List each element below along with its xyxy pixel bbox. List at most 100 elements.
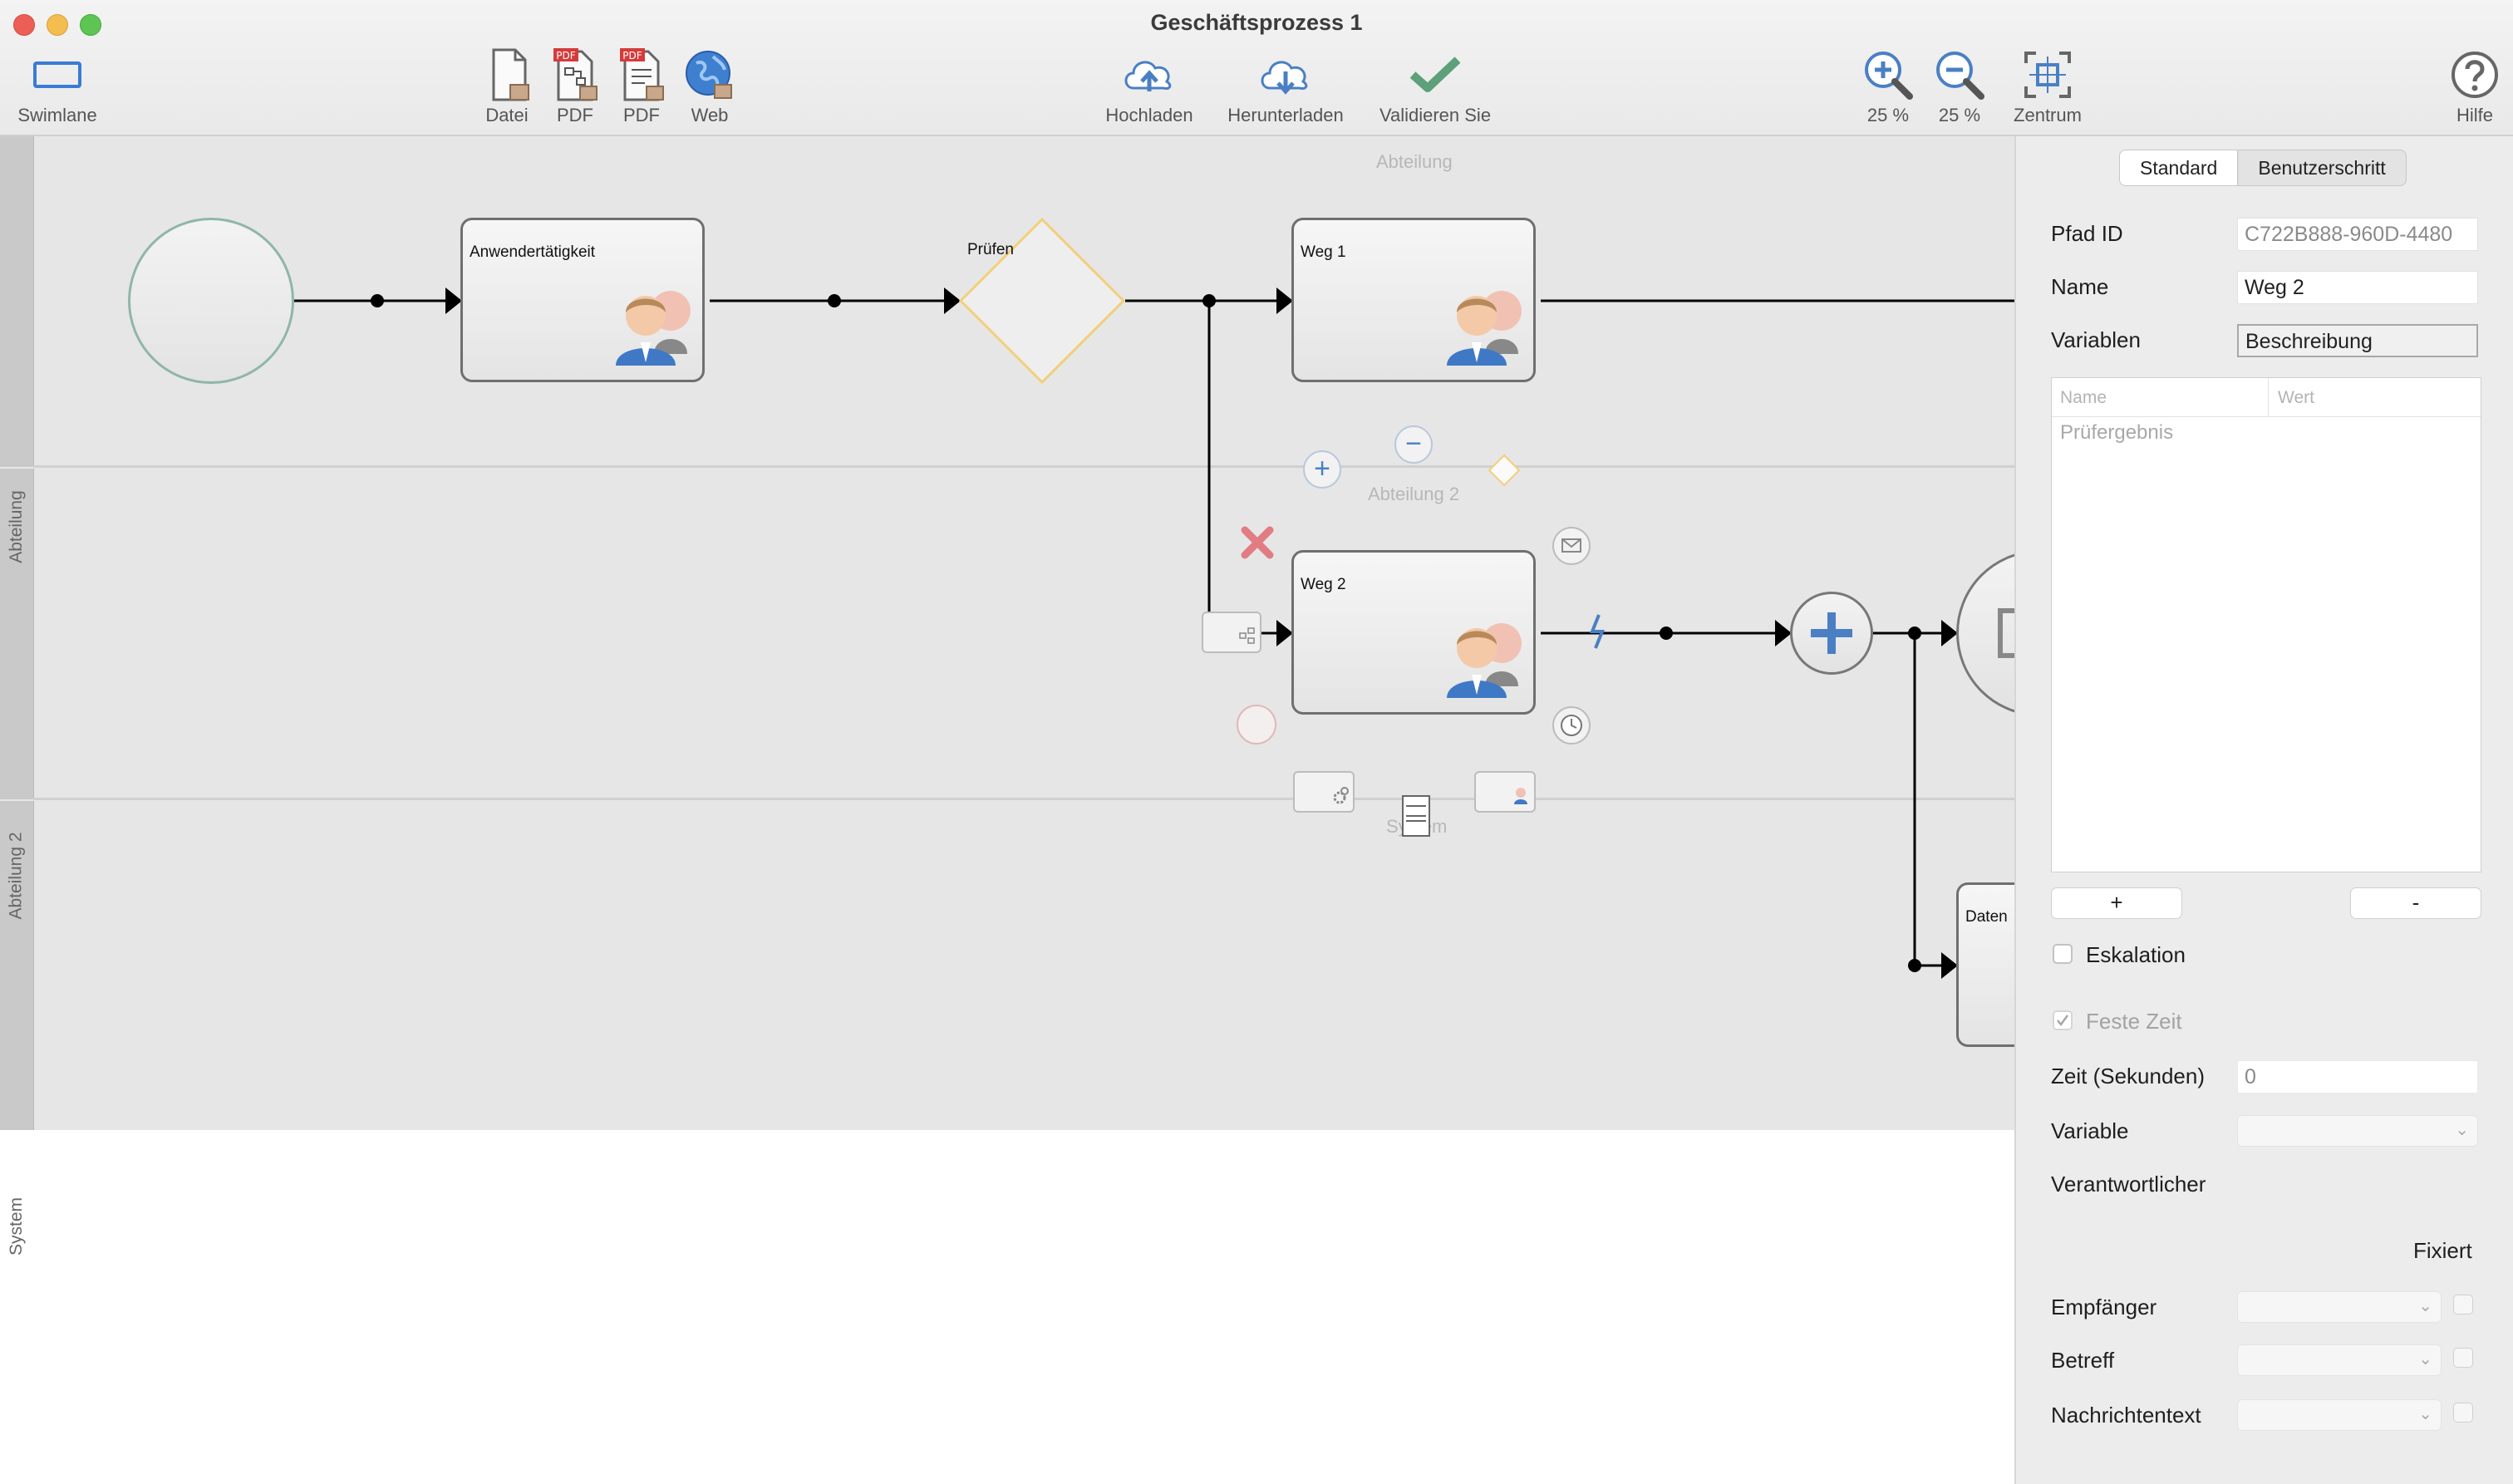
pfad-id-field[interactable]: C722B888-960D-4480 <box>2237 218 2478 251</box>
chevron-down-icon: ⌄ <box>2418 1350 2432 1369</box>
task-daten-partial[interactable]: Daten <box>1956 882 2014 1049</box>
hilfe-label: Hilfe <box>2456 105 2493 125</box>
timer-clock-icon[interactable] <box>1552 706 1591 744</box>
help-icon <box>2440 45 2510 105</box>
datei-button[interactable]: Datei <box>474 45 540 126</box>
swimlane-label: Swimlane <box>17 105 97 125</box>
task-name: Weg 1 <box>1301 243 1346 261</box>
validieren-label: Validieren Sie <box>1379 105 1492 125</box>
pdf-list-button[interactable]: PDF PDF <box>608 45 675 126</box>
web-button[interactable]: Web <box>676 45 743 126</box>
name-field[interactable]: Weg 2 <box>2237 271 2478 304</box>
verantwortlicher-label: Verantwortlicher <box>2051 1172 2206 1197</box>
window-title: Geschäftsprozess 1 <box>1150 10 1363 35</box>
end-event-tool-icon[interactable] <box>1237 705 1276 744</box>
add-lane-plus-icon[interactable]: + <box>1303 450 1341 489</box>
chevron-down-icon: ⌄ <box>2418 1405 2432 1423</box>
tab-standard[interactable]: Standard <box>2120 150 2239 185</box>
gateway-name: Prüfen <box>967 241 1014 258</box>
herunterladen-label: Herunterladen <box>1227 105 1344 125</box>
remove-lane-minus-icon[interactable]: − <box>1394 425 1433 464</box>
end-event-partial[interactable] <box>1956 550 2014 716</box>
checkmark-icon <box>1368 45 1502 105</box>
gateway-tool-icon[interactable] <box>1488 454 1521 487</box>
pdf-diagram-button[interactable]: PDF PDF <box>542 45 608 126</box>
task-weg-2[interactable]: Weg 2 <box>1291 550 1536 715</box>
remove-variable-button[interactable]: - <box>2350 887 2481 919</box>
lane-label-system: System <box>7 1197 27 1256</box>
lane-header-system[interactable] <box>0 801 34 1130</box>
lane-divider <box>33 798 2014 800</box>
panel-tabs: Standard Benutzerschritt <box>2119 150 2407 186</box>
variablen-field[interactable]: Beschreibung <box>2237 324 2478 357</box>
empfaenger-dropdown[interactable]: ⌄ <box>2237 1291 2442 1323</box>
variable-dropdown[interactable]: ⌄ <box>2237 1115 2478 1147</box>
lane-header-abteilung[interactable] <box>0 136 34 467</box>
zoom-in-label: 25 % <box>1866 105 1910 125</box>
zoom-out-label: 25 % <box>1938 105 1981 125</box>
close-window-button[interactable] <box>13 14 35 36</box>
message-envelope-icon[interactable] <box>1552 527 1591 565</box>
chevron-down-icon: ⌄ <box>2418 1297 2432 1315</box>
betreff-dropdown[interactable]: ⌄ <box>2237 1344 2442 1376</box>
hilfe-button[interactable]: Hilfe <box>2440 45 2510 126</box>
lightning-icon <box>1590 614 1605 649</box>
variables-table[interactable]: Name Wert Prüfergebnis <box>2051 377 2481 872</box>
web-label: Web <box>691 105 729 125</box>
user-task-tool-icon[interactable] <box>1474 771 1536 813</box>
pdf-label-1: PDF <box>557 105 593 125</box>
lane-divider <box>33 465 2014 468</box>
table-row[interactable]: Prüfergebnis <box>2060 421 2174 444</box>
nachrichtentext-fixiert-checkbox[interactable] <box>2453 1403 2473 1423</box>
empfaenger-fixiert-checkbox[interactable] <box>2453 1295 2473 1314</box>
column-header-wert[interactable]: Wert <box>2278 388 2314 407</box>
swimlane-icon <box>12 45 103 105</box>
start-event[interactable] <box>128 218 294 384</box>
pdf-badge-text: PDF <box>556 50 575 61</box>
zeit-field[interactable]: 0 <box>2237 1060 2478 1093</box>
minimize-window-button[interactable] <box>47 14 68 36</box>
validieren-button[interactable]: Validieren Sie <box>1368 45 1502 126</box>
gateway-pruefen[interactable]: Prüfen <box>957 216 1127 386</box>
feste-zeit-checkbox[interactable] <box>2053 1010 2073 1030</box>
delete-cross-icon[interactable] <box>1238 523 1276 562</box>
task-anwendertaetigkeit[interactable]: Anwendertätigkeit <box>460 218 705 382</box>
users-icon <box>1438 612 1530 707</box>
herunterladen-button[interactable]: Herunterladen <box>1217 45 1355 126</box>
zoom-window-button[interactable] <box>80 14 101 36</box>
column-header-name[interactable]: Name <box>2060 388 2107 407</box>
hochladen-button[interactable]: Hochladen <box>1094 45 1205 126</box>
variablen-label: Variablen <box>2051 327 2141 352</box>
tab-benutzerschritt[interactable]: Benutzerschritt <box>2258 157 2386 179</box>
window-toolbar: Geschäftsprozess 1 Swimlane Datei PDF PD… <box>0 0 2513 136</box>
process-canvas[interactable]: Abteilung Abteilung 2 System Abteilung A… <box>0 136 2014 1256</box>
zoom-out-button[interactable]: 25 % <box>1926 45 1993 126</box>
betreff-label: Betreff <box>2051 1348 2115 1373</box>
lane-header-abteilung-2[interactable] <box>0 469 34 799</box>
pdf-list-icon: PDF <box>608 45 675 105</box>
zentrum-button[interactable]: Zentrum <box>2004 45 2091 126</box>
task-name: Anwendertätigkeit <box>470 243 596 261</box>
data-object-icon[interactable] <box>1401 794 1431 838</box>
parallel-gateway[interactable] <box>1790 592 1873 675</box>
lane-title-abteilung: Abteilung <box>1376 151 1453 172</box>
add-variable-button[interactable]: + <box>2051 887 2182 919</box>
fixiert-label: Fixiert <box>2413 1238 2472 1263</box>
table-header: Name Wert <box>2052 378 2481 417</box>
nachrichtentext-label: Nachrichtentext <box>2051 1403 2201 1427</box>
task-name: Weg 2 <box>1301 576 1346 593</box>
feste-zeit-label: Feste Zeit <box>2086 1009 2182 1034</box>
service-task-gear-icon[interactable] <box>1293 771 1355 813</box>
subprocess-tool-icon[interactable] <box>1202 612 1261 653</box>
zoom-in-button[interactable]: 25 % <box>1855 45 1921 126</box>
zoom-in-icon <box>1855 45 1921 105</box>
variable-label: Variable <box>2051 1118 2129 1143</box>
task-name: Daten <box>1965 908 2008 926</box>
task-weg-1[interactable]: Weg 1 <box>1291 218 1536 382</box>
eskalation-checkbox[interactable] <box>2053 944 2073 964</box>
swimlane-button[interactable]: Swimlane <box>12 45 103 126</box>
eskalation-label: Eskalation <box>2086 942 2186 967</box>
nachrichtentext-dropdown[interactable]: ⌄ <box>2237 1399 2442 1431</box>
chevron-down-icon: ⌄ <box>2455 1121 2469 1139</box>
betreff-fixiert-checkbox[interactable] <box>2453 1348 2473 1368</box>
